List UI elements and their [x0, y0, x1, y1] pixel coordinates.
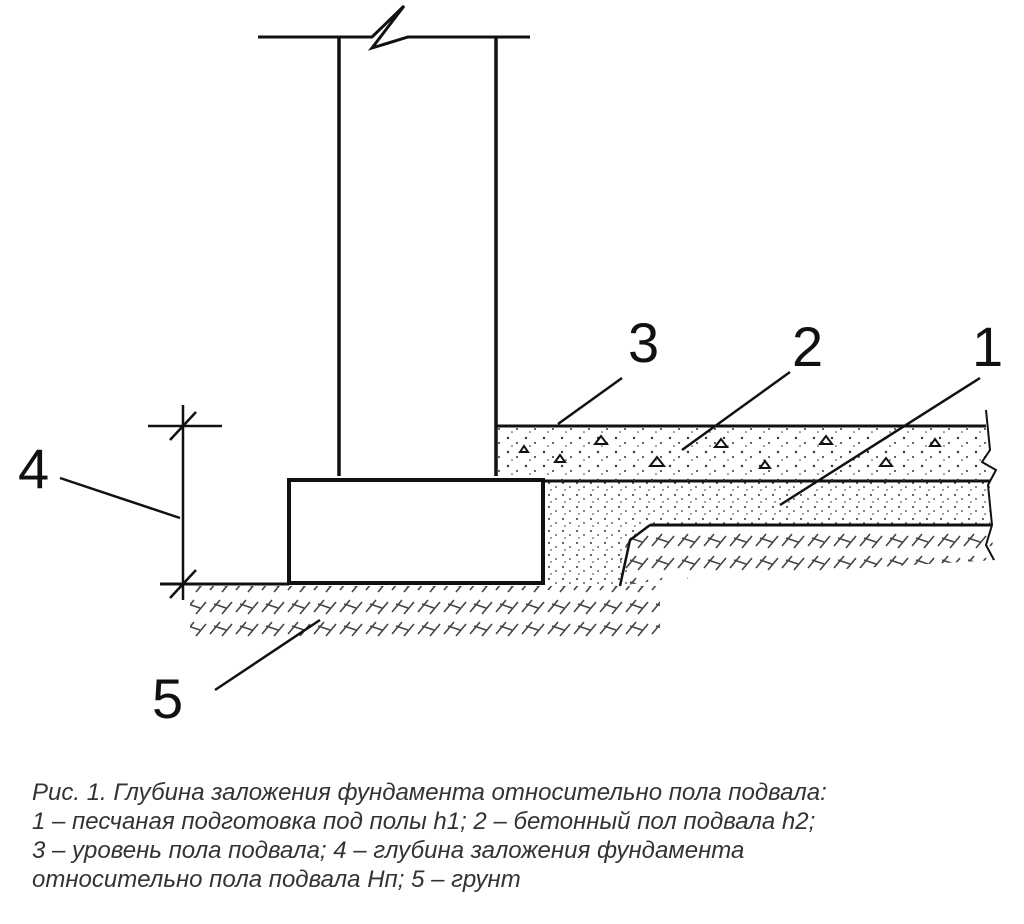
depth-dimension — [148, 405, 222, 600]
leader-3 — [557, 376, 623, 426]
leader-5 — [214, 618, 321, 692]
label-5: 5 — [152, 667, 183, 730]
label-2: 2 — [792, 315, 823, 378]
foundation-section-diagram: 3 2 1 4 5 — [18, 4, 1003, 730]
break-line-right — [980, 409, 998, 561]
leader-4 — [59, 476, 181, 520]
concrete-floor-layer — [496, 424, 986, 481]
footing-block — [287, 478, 545, 585]
caption-line: 1 – песчаная подготовка под полы h1; 2 –… — [32, 808, 816, 835]
caption-line: Рис. 1. Глубина заложения фундамента отн… — [32, 779, 827, 806]
figure-caption: Рис. 1. Глубина заложения фундамента отн… — [32, 778, 1012, 894]
label-3: 3 — [628, 311, 659, 374]
caption-line: 3 – уровень пола подвала; 4 – глубина за… — [32, 837, 745, 864]
label-1: 1 — [972, 315, 1003, 378]
soil-hatching — [190, 525, 995, 640]
label-4: 4 — [18, 437, 49, 500]
sand-bed-layer — [543, 479, 992, 587]
leader-1 — [779, 376, 981, 507]
leader-2 — [681, 370, 791, 452]
foundation-wall — [258, 4, 530, 476]
caption-line: относительно пола подвала Hп; 5 – грунт — [32, 866, 521, 893]
